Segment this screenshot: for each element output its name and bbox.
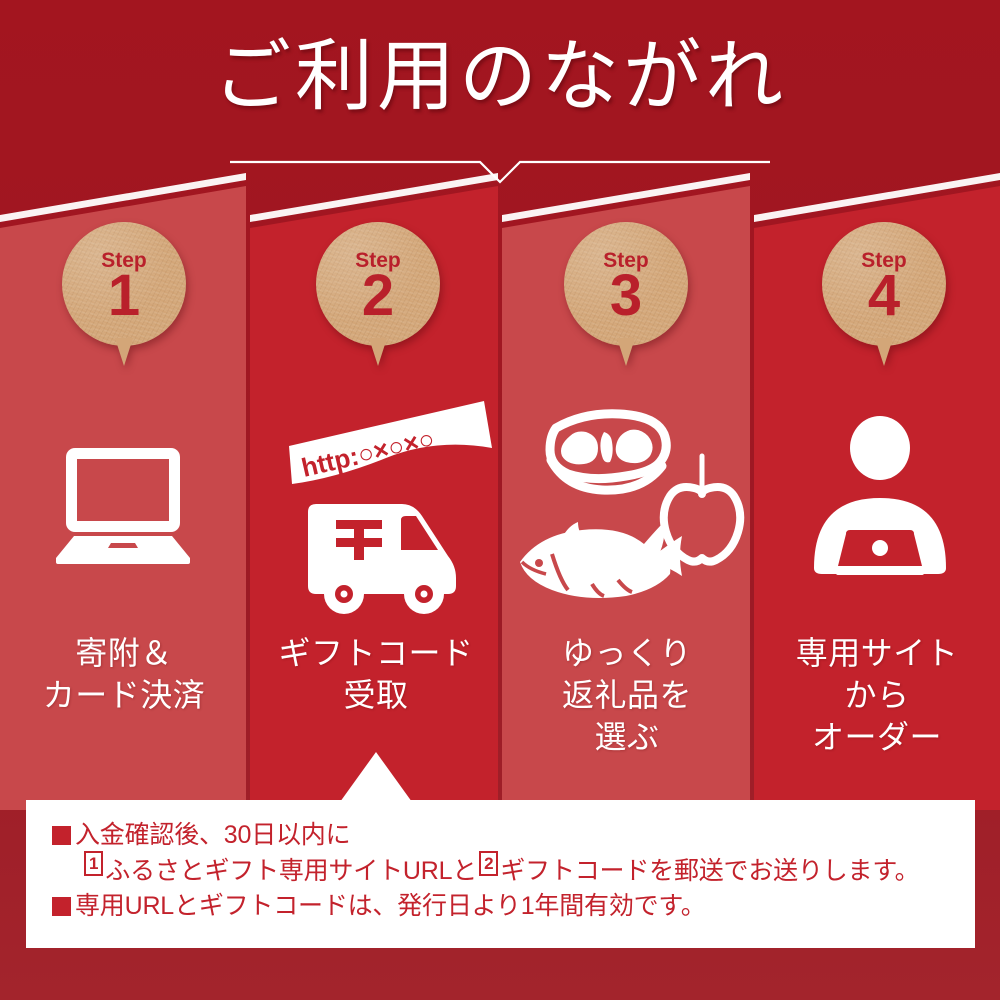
url-banner-icon: http:○×○×○ (289, 401, 492, 484)
banner-shape-4 (754, 173, 1000, 810)
note-pointer-triangle (340, 752, 412, 802)
kraft-disc (316, 222, 440, 346)
step-bubble-1[interactable]: Step 1 (62, 222, 186, 366)
step-caption-4: 専用サイト から オーダー (795, 635, 959, 756)
note-line-2: 1 ふるさとギフト専用サイトURLと 2 ギフトコードを郵送でお送りします。 (52, 850, 963, 890)
kraft-disc (822, 222, 946, 346)
kraft-disc (564, 222, 688, 346)
bubble-tail (115, 338, 133, 366)
meat-fish-apple-icons (520, 409, 745, 598)
steps-banner-row (0, 0, 1000, 810)
note-line-2-text-b: ギフトコードを郵送でお送りします。 (500, 856, 920, 885)
icon-group-4 (800, 416, 970, 586)
bubble-tail (617, 338, 635, 366)
step-caption-1: 寄附＆ カード決済 (42, 635, 206, 714)
note-line-3: 専用URLとギフトコードは、発行日より1年間有効です。 (52, 889, 963, 925)
step-bubble-3[interactable]: Step 3 (564, 222, 688, 366)
step-number-4: 4 (867, 263, 901, 328)
step-label-4: Step (861, 249, 907, 272)
step-banner-2[interactable] (250, 0, 498, 810)
step-label-1: Step (101, 249, 147, 272)
title-divider (230, 148, 770, 184)
step-caption-2: ギフトコード 受取 (278, 635, 474, 714)
kraft-disc (62, 222, 186, 346)
note-line-1-text: 入金確認後、30日以内に (75, 821, 351, 849)
apple-icon (659, 453, 745, 566)
icon-group-1 (48, 440, 198, 570)
meat-icon (545, 409, 671, 495)
icon-group-2: http:○×○×○ (286, 386, 498, 614)
step-number-3: 3 (609, 263, 643, 328)
step-banner-4[interactable] (754, 0, 1000, 810)
bubble-tail (369, 338, 387, 366)
step-number-1: 1 (107, 263, 141, 328)
step-banner-3[interactable] (502, 0, 750, 810)
laptop-icon (56, 448, 190, 564)
note-box: 入金確認後、30日以内に 1 ふるさとギフト専用サイトURLと 2 ギフトコード… (26, 800, 975, 948)
note-lines: 入金確認後、30日以内に 1 ふるさとギフト専用サイトURLと 2 ギフトコード… (52, 818, 963, 925)
note-line-3-text: 専用URLとギフトコードは、発行日より1年間有効です。 (75, 892, 706, 920)
banner-shape-3 (502, 173, 750, 810)
step-bubble-4[interactable]: Step 4 (822, 222, 946, 366)
note-ref-1: 1 (84, 850, 104, 876)
step-caption-3: ゆっくり 返礼品を 選ぶ (561, 635, 692, 756)
step-label-2: Step (355, 249, 401, 272)
fish-icon (520, 522, 682, 598)
icon-group-3 (506, 404, 746, 600)
step-label-3: Step (603, 249, 649, 272)
step-bubble-2[interactable]: Step 2 (316, 222, 440, 366)
header: ご利用のながれ (0, 0, 1000, 200)
note-line-2-text-a: ふるさとギフト専用サイトURLと (105, 856, 478, 885)
bullet-square-icon (52, 826, 71, 845)
step-number-2: 2 (361, 263, 395, 328)
note-ref-2: 2 (479, 850, 499, 876)
page-title: ご利用のながれ (212, 33, 787, 120)
note-line-1: 入金確認後、30日以内に (52, 818, 963, 854)
postal-truck-icon (308, 504, 456, 614)
bubble-tail (875, 338, 893, 366)
bullet-square-icon (52, 897, 71, 916)
banner-shape-2 (250, 173, 498, 810)
person-laptop-icon (814, 416, 946, 575)
